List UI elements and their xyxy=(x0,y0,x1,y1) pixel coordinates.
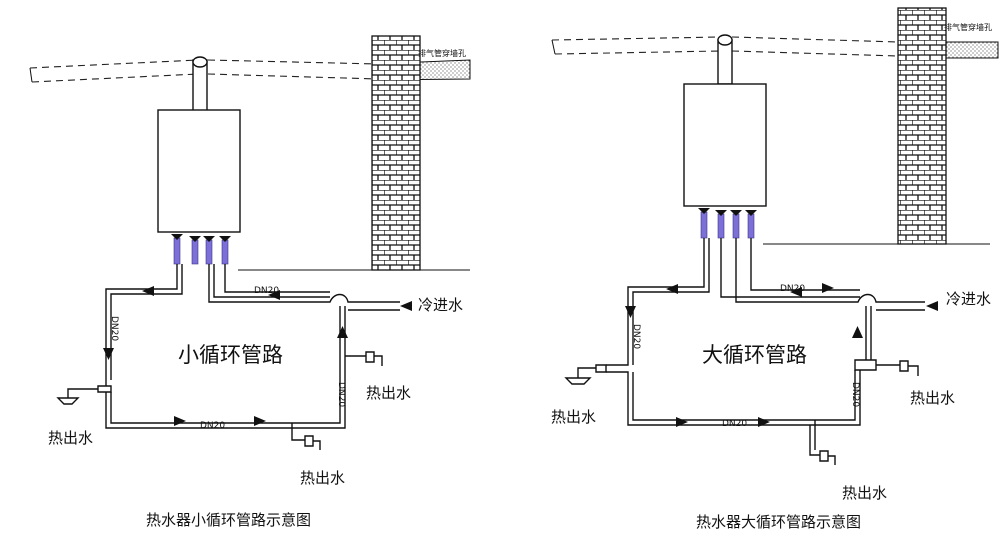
left-pipe-label-top: DN20 xyxy=(254,286,279,296)
left-center-label: 小循环管路 xyxy=(178,343,283,367)
left-heater-valves xyxy=(171,234,231,265)
right-pipe-label-top: DN20 xyxy=(780,284,805,294)
left-pipe-label-left: DN20 xyxy=(109,316,119,341)
left-brick-wall xyxy=(371,35,421,271)
left-hot-out-bottom: 热出水 xyxy=(300,469,345,487)
left-hot-out-right: 热出水 xyxy=(366,384,411,402)
left-cold-in-label: 冷进水 xyxy=(418,296,463,314)
left-hot-out-shower: 热出水 xyxy=(48,429,93,447)
right-water-heater xyxy=(683,83,767,207)
right-hot-out-shower: 热出水 xyxy=(551,408,596,426)
left-water-heater xyxy=(157,109,241,233)
left-pipe-loop xyxy=(56,264,400,450)
left-pipe-label-right: DN20 xyxy=(336,382,346,407)
right-diagram-title: 热水器大循环管路示意图 xyxy=(696,513,861,531)
right-diagram: 排气管穿墙孔 xyxy=(551,7,999,531)
right-exhaust-label: 排气管穿墙孔 xyxy=(944,22,992,32)
right-pipe-label-left: DN20 xyxy=(631,324,641,349)
right-heater-valves xyxy=(698,208,757,239)
left-flow-arrows xyxy=(103,286,412,426)
right-hot-out-right: 热出水 xyxy=(910,389,955,407)
right-hot-out-bottom: 热出水 xyxy=(842,484,887,502)
right-flow-arrows xyxy=(625,283,938,427)
right-center-label: 大循环管路 xyxy=(702,343,807,367)
left-diagram: 排气管穿墙孔 xyxy=(29,35,471,529)
left-exhaust-label: 排气管穿墙孔 xyxy=(418,48,466,58)
right-pipe-label-bottom: DN20 xyxy=(722,419,747,429)
right-cold-in-label: 冷进水 xyxy=(946,290,991,308)
left-diagram-title: 热水器小循环管路示意图 xyxy=(146,511,311,529)
left-pipe-label-bottom: DN20 xyxy=(200,421,225,431)
right-brick-wall xyxy=(897,7,947,245)
right-pipe-label-right: DN20 xyxy=(850,382,860,407)
